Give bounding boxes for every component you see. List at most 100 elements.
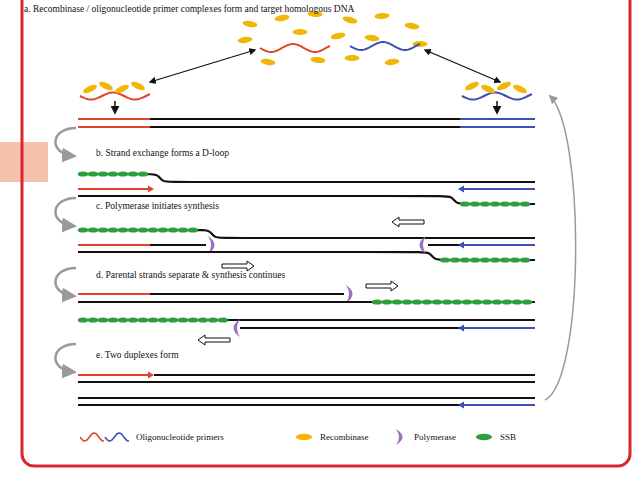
step-label: d. Parental strands separate & synthesis…	[96, 270, 285, 281]
dna-strand	[78, 126, 150, 128]
step-label: e. Two duplexes form	[96, 350, 179, 361]
dna-strand	[78, 381, 535, 383]
primer-arrowhead	[148, 186, 154, 193]
synthesis-direction-arrow	[392, 217, 424, 227]
recombinase-protein	[237, 36, 253, 44]
ssb-protein	[470, 257, 480, 262]
ssb-protein	[510, 257, 520, 262]
recombinase-protein	[342, 15, 358, 25]
cycle-arrow	[545, 96, 576, 400]
ssb-protein	[480, 201, 490, 206]
synthesis-direction-arrow	[198, 335, 230, 345]
polymerase	[420, 236, 427, 254]
step-label: a. Recombinase / oligonucleotide primer …	[24, 4, 354, 15]
polymerase	[234, 319, 241, 337]
ssb-protein	[452, 299, 462, 304]
legend-item: Polymerase	[388, 429, 456, 445]
ssb-protein	[188, 317, 198, 322]
legend-item: Recombinase	[294, 429, 369, 445]
ssb-protein	[482, 299, 492, 304]
ssb-protein	[440, 257, 450, 262]
dna-strand	[464, 327, 535, 329]
ssb-protein	[450, 257, 460, 262]
ssb-protein	[88, 317, 98, 322]
dna-strand	[464, 188, 535, 190]
recombinase-protein	[330, 32, 346, 41]
ssb-protein	[472, 299, 482, 304]
frame-border	[22, 0, 630, 466]
recombinase-protein	[274, 14, 290, 23]
primer-arrowhead	[458, 402, 464, 409]
recombinase-protein	[404, 22, 420, 31]
recombinase-protein	[260, 58, 276, 67]
ssb-protein	[148, 317, 158, 322]
dna-strand	[78, 397, 535, 399]
primer-wave	[80, 93, 150, 100]
ssb-protein	[500, 257, 510, 262]
ssb-protein	[128, 171, 138, 176]
recombinase-protein	[98, 80, 114, 92]
legend-item: SSB	[474, 429, 516, 445]
recombinase-protein	[496, 80, 512, 92]
recombinase-protein	[114, 83, 130, 95]
synthesis-direction-arrow	[366, 281, 398, 291]
recombinase-protein	[293, 29, 308, 35]
equilibrium-arrow	[150, 50, 255, 82]
ssb-protein	[138, 171, 148, 176]
dna-strand	[78, 118, 150, 120]
recombinase-protein	[464, 80, 480, 92]
ssb-protein	[512, 299, 522, 304]
dna-strand	[150, 293, 344, 295]
ssb-protein	[138, 317, 148, 322]
step-arrow	[55, 344, 76, 372]
recombinase-protein	[310, 56, 326, 64]
recombinase-protein	[374, 12, 389, 19]
ssb-protein	[178, 227, 188, 232]
legend-text: SSB	[500, 432, 516, 442]
ssb-protein	[382, 299, 392, 304]
ssb-protein	[78, 227, 88, 232]
ssb-protein	[402, 299, 412, 304]
ssb-protein	[158, 317, 168, 322]
dna-strand	[464, 404, 535, 406]
ssb-protein	[168, 227, 178, 232]
ssb-protein	[158, 227, 168, 232]
ssb-protein	[108, 317, 118, 322]
ssb-protein	[78, 317, 88, 322]
ssb-protein	[198, 317, 208, 322]
dna-strand	[240, 327, 464, 329]
ssb-protein	[490, 257, 500, 262]
ssb-protein	[148, 227, 158, 232]
ssb-protein	[462, 299, 472, 304]
dna-strand	[78, 404, 460, 406]
ssb-protein	[128, 227, 138, 232]
ssb-protein	[442, 299, 452, 304]
primer-wave	[462, 93, 532, 100]
primer-arrowhead	[458, 242, 464, 249]
step-arrow	[55, 128, 76, 156]
dna-strand	[150, 126, 460, 128]
dna-strand	[154, 374, 535, 376]
ssb-protein	[88, 171, 98, 176]
dna-strand	[150, 118, 460, 120]
ssb-protein	[412, 299, 422, 304]
ssb-protein	[98, 317, 108, 322]
polymerase-swatch	[388, 429, 408, 445]
ssb-protein	[208, 317, 218, 322]
recombinase-protein	[364, 34, 380, 42]
recombinase-protein	[242, 20, 258, 29]
ssb-protein	[128, 317, 138, 322]
ssb-protein	[98, 171, 108, 176]
ssb-protein	[98, 227, 108, 232]
ssb-protein	[422, 299, 432, 304]
legend-item: Oligonucleotide primers	[80, 429, 224, 445]
dna-strand	[464, 244, 535, 246]
primer-wave	[350, 42, 420, 50]
background-patch	[0, 142, 48, 182]
ssb-protein	[500, 201, 510, 206]
ssb-protein	[520, 257, 530, 262]
step-arrow	[55, 268, 76, 296]
recombinase-protein	[384, 58, 400, 66]
strands	[55, 10, 575, 408]
